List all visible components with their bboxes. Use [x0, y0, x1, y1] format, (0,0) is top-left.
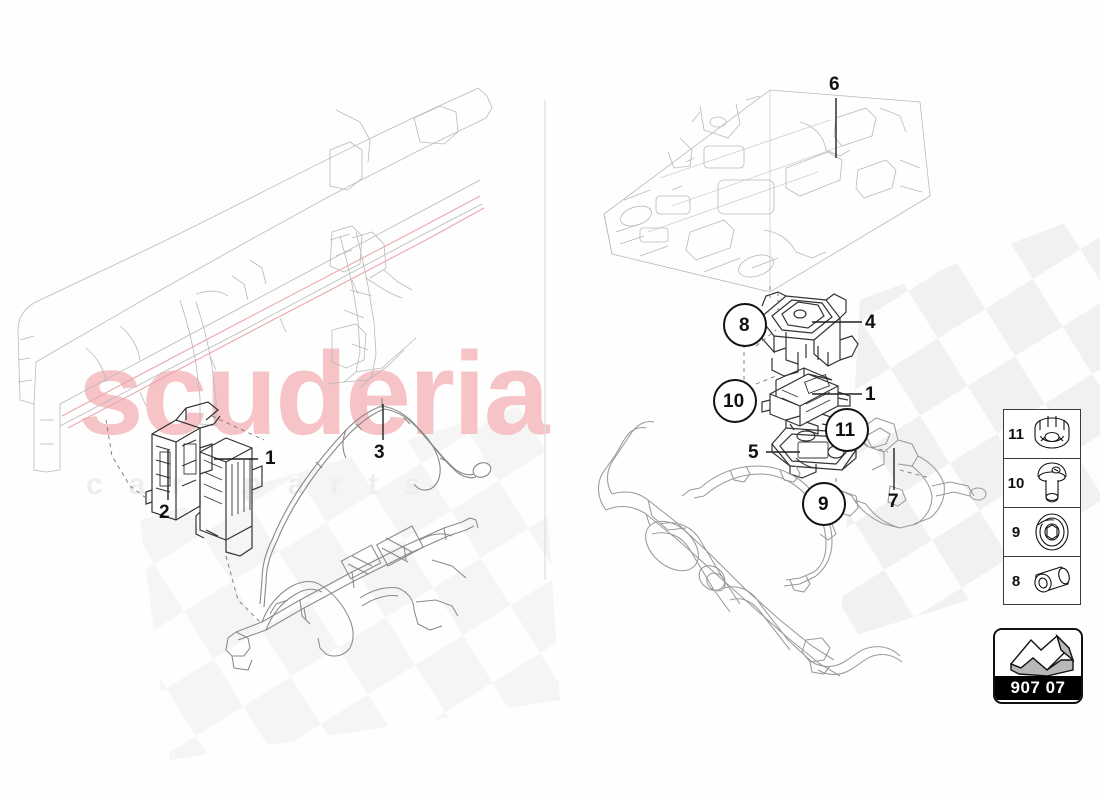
part-label-8-circled[interactable]: 8	[739, 315, 750, 336]
wedge-arrow-icon	[995, 630, 1081, 676]
part-label-4[interactable]: 4	[865, 312, 876, 333]
legend-row-9[interactable]: 9	[1004, 508, 1080, 557]
part-label-7[interactable]: 7	[888, 491, 899, 512]
part-label-5[interactable]: 5	[748, 442, 759, 463]
retainer-clip-icon	[1028, 410, 1080, 458]
legend-number-8: 8	[1011, 573, 1021, 590]
roof-wiring-harness-drawing	[259, 398, 492, 608]
legend-row-11[interactable]: 11	[1004, 410, 1080, 459]
part-label-1-right[interactable]: 1	[865, 384, 876, 405]
hardware-legend-box: 11	[1003, 409, 1081, 605]
legend-row-10[interactable]: 10	[1004, 459, 1080, 508]
exhaust-and-harness-drawing	[597, 417, 987, 677]
diagram-group-badge[interactable]: 907 07	[993, 628, 1083, 704]
push-rivet-icon	[1028, 459, 1080, 507]
washer-grommet-icon	[1028, 508, 1080, 556]
watermark-carparts: car parts	[86, 468, 447, 501]
legend-number-10: 10	[1007, 474, 1025, 492]
legend-number-9: 9	[1011, 523, 1021, 541]
legend-row-8[interactable]: 8	[1004, 557, 1080, 606]
underbody-floor-pan-drawing	[603, 89, 931, 293]
floor-wiring-harness-drawing	[225, 517, 479, 671]
body-side-frame-drawing	[17, 87, 493, 473]
part-label-10-circled[interactable]: 10	[723, 391, 745, 412]
part-label-6[interactable]: 6	[829, 74, 840, 95]
part-label-11-circled[interactable]: 11	[835, 420, 856, 441]
legend-number-11: 11	[1008, 425, 1024, 443]
part-label-3-left[interactable]: 3	[374, 442, 385, 463]
part-label-2-left[interactable]: 2	[159, 502, 170, 523]
callout-circles	[713, 303, 869, 526]
watermark-scuderia: scuderia	[78, 328, 549, 460]
part-label-9-circled[interactable]: 9	[818, 494, 829, 515]
part-label-1-left[interactable]: 1	[265, 448, 276, 469]
bushing-icon	[1028, 557, 1080, 606]
leader-lines	[167, 98, 895, 500]
ecu-module-drawing-left	[195, 437, 263, 557]
badge-code: 907 07	[995, 676, 1081, 700]
